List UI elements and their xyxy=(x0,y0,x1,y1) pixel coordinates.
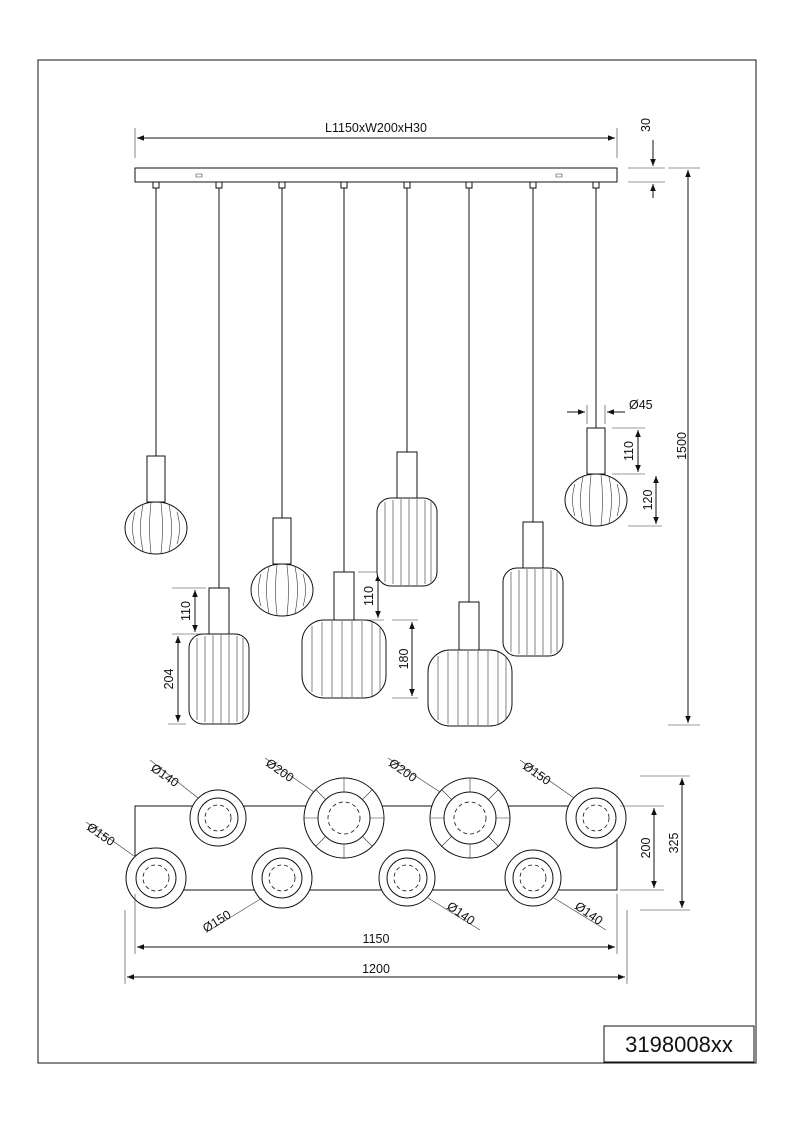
pendant-lamp-8 xyxy=(564,181,628,527)
plan-label-d140-b: Ø140 xyxy=(444,899,477,928)
plan-length-outer-label: 1200 xyxy=(362,962,390,976)
plan-label-d200-b: Ø200 xyxy=(386,756,419,785)
canopy-dimension-label: L1150xW200xH30 xyxy=(325,121,427,135)
right-shade-height-label: 120 xyxy=(641,490,655,511)
product-code-box xyxy=(603,1025,755,1063)
right-socket-height-label: 110 xyxy=(622,441,636,461)
socket-diameter-label: Ø45 xyxy=(629,398,653,412)
plan-shade-7 xyxy=(378,849,436,907)
left-socket-height-label: 110 xyxy=(179,601,193,621)
product-code: 3198008xx xyxy=(625,1032,733,1057)
plan-label-d150-b: Ø150 xyxy=(84,820,117,849)
total-height-label: 1500 xyxy=(675,432,689,460)
canopy xyxy=(134,167,618,183)
plan-label-d200-a: Ø200 xyxy=(263,756,296,785)
plan-label-d140-a: Ø140 xyxy=(148,761,181,790)
center-shade-height-label: 180 xyxy=(397,649,411,670)
plan-shade-4 xyxy=(565,787,627,849)
pendant-lamp-7 xyxy=(502,181,564,657)
left-shade-height-label: 204 xyxy=(162,669,176,690)
plan-shade-1 xyxy=(189,789,247,847)
plan-view: Ø140 Ø200 Ø200 Ø150 Ø150 Ø150 Ø140 Ø140 … xyxy=(84,756,690,984)
plan-shade-6 xyxy=(251,847,313,909)
center-socket-height-label: 110 xyxy=(362,586,376,606)
plan-shade-5 xyxy=(125,847,187,909)
pendant-lamp-1 xyxy=(124,181,188,555)
pendant-lamp-2 xyxy=(188,181,250,725)
plan-shade-8 xyxy=(504,849,562,907)
plan-depth-inner-label: 200 xyxy=(639,838,653,859)
plan-label-d150-c: Ø150 xyxy=(200,907,233,935)
canopy-height-label: 30 xyxy=(639,118,653,132)
pendant-lamp-3 xyxy=(250,181,314,617)
pendant-lamp-6 xyxy=(427,181,513,727)
drawing-frame xyxy=(37,59,757,1064)
pendant-lamp-4 xyxy=(301,181,387,699)
plan-label-d150-a: Ø150 xyxy=(520,759,553,788)
plan-shade-3 xyxy=(429,777,511,859)
pendant-lamp-5 xyxy=(376,181,438,587)
elevation-view: L1150xW200xH30 30 1500 xyxy=(124,118,700,727)
plan-length-inner-label: 1150 xyxy=(363,932,390,946)
plan-label-d140-c: Ø140 xyxy=(572,899,605,928)
plan-shade-2 xyxy=(303,777,385,859)
plan-depth-outer-label: 325 xyxy=(667,833,681,854)
